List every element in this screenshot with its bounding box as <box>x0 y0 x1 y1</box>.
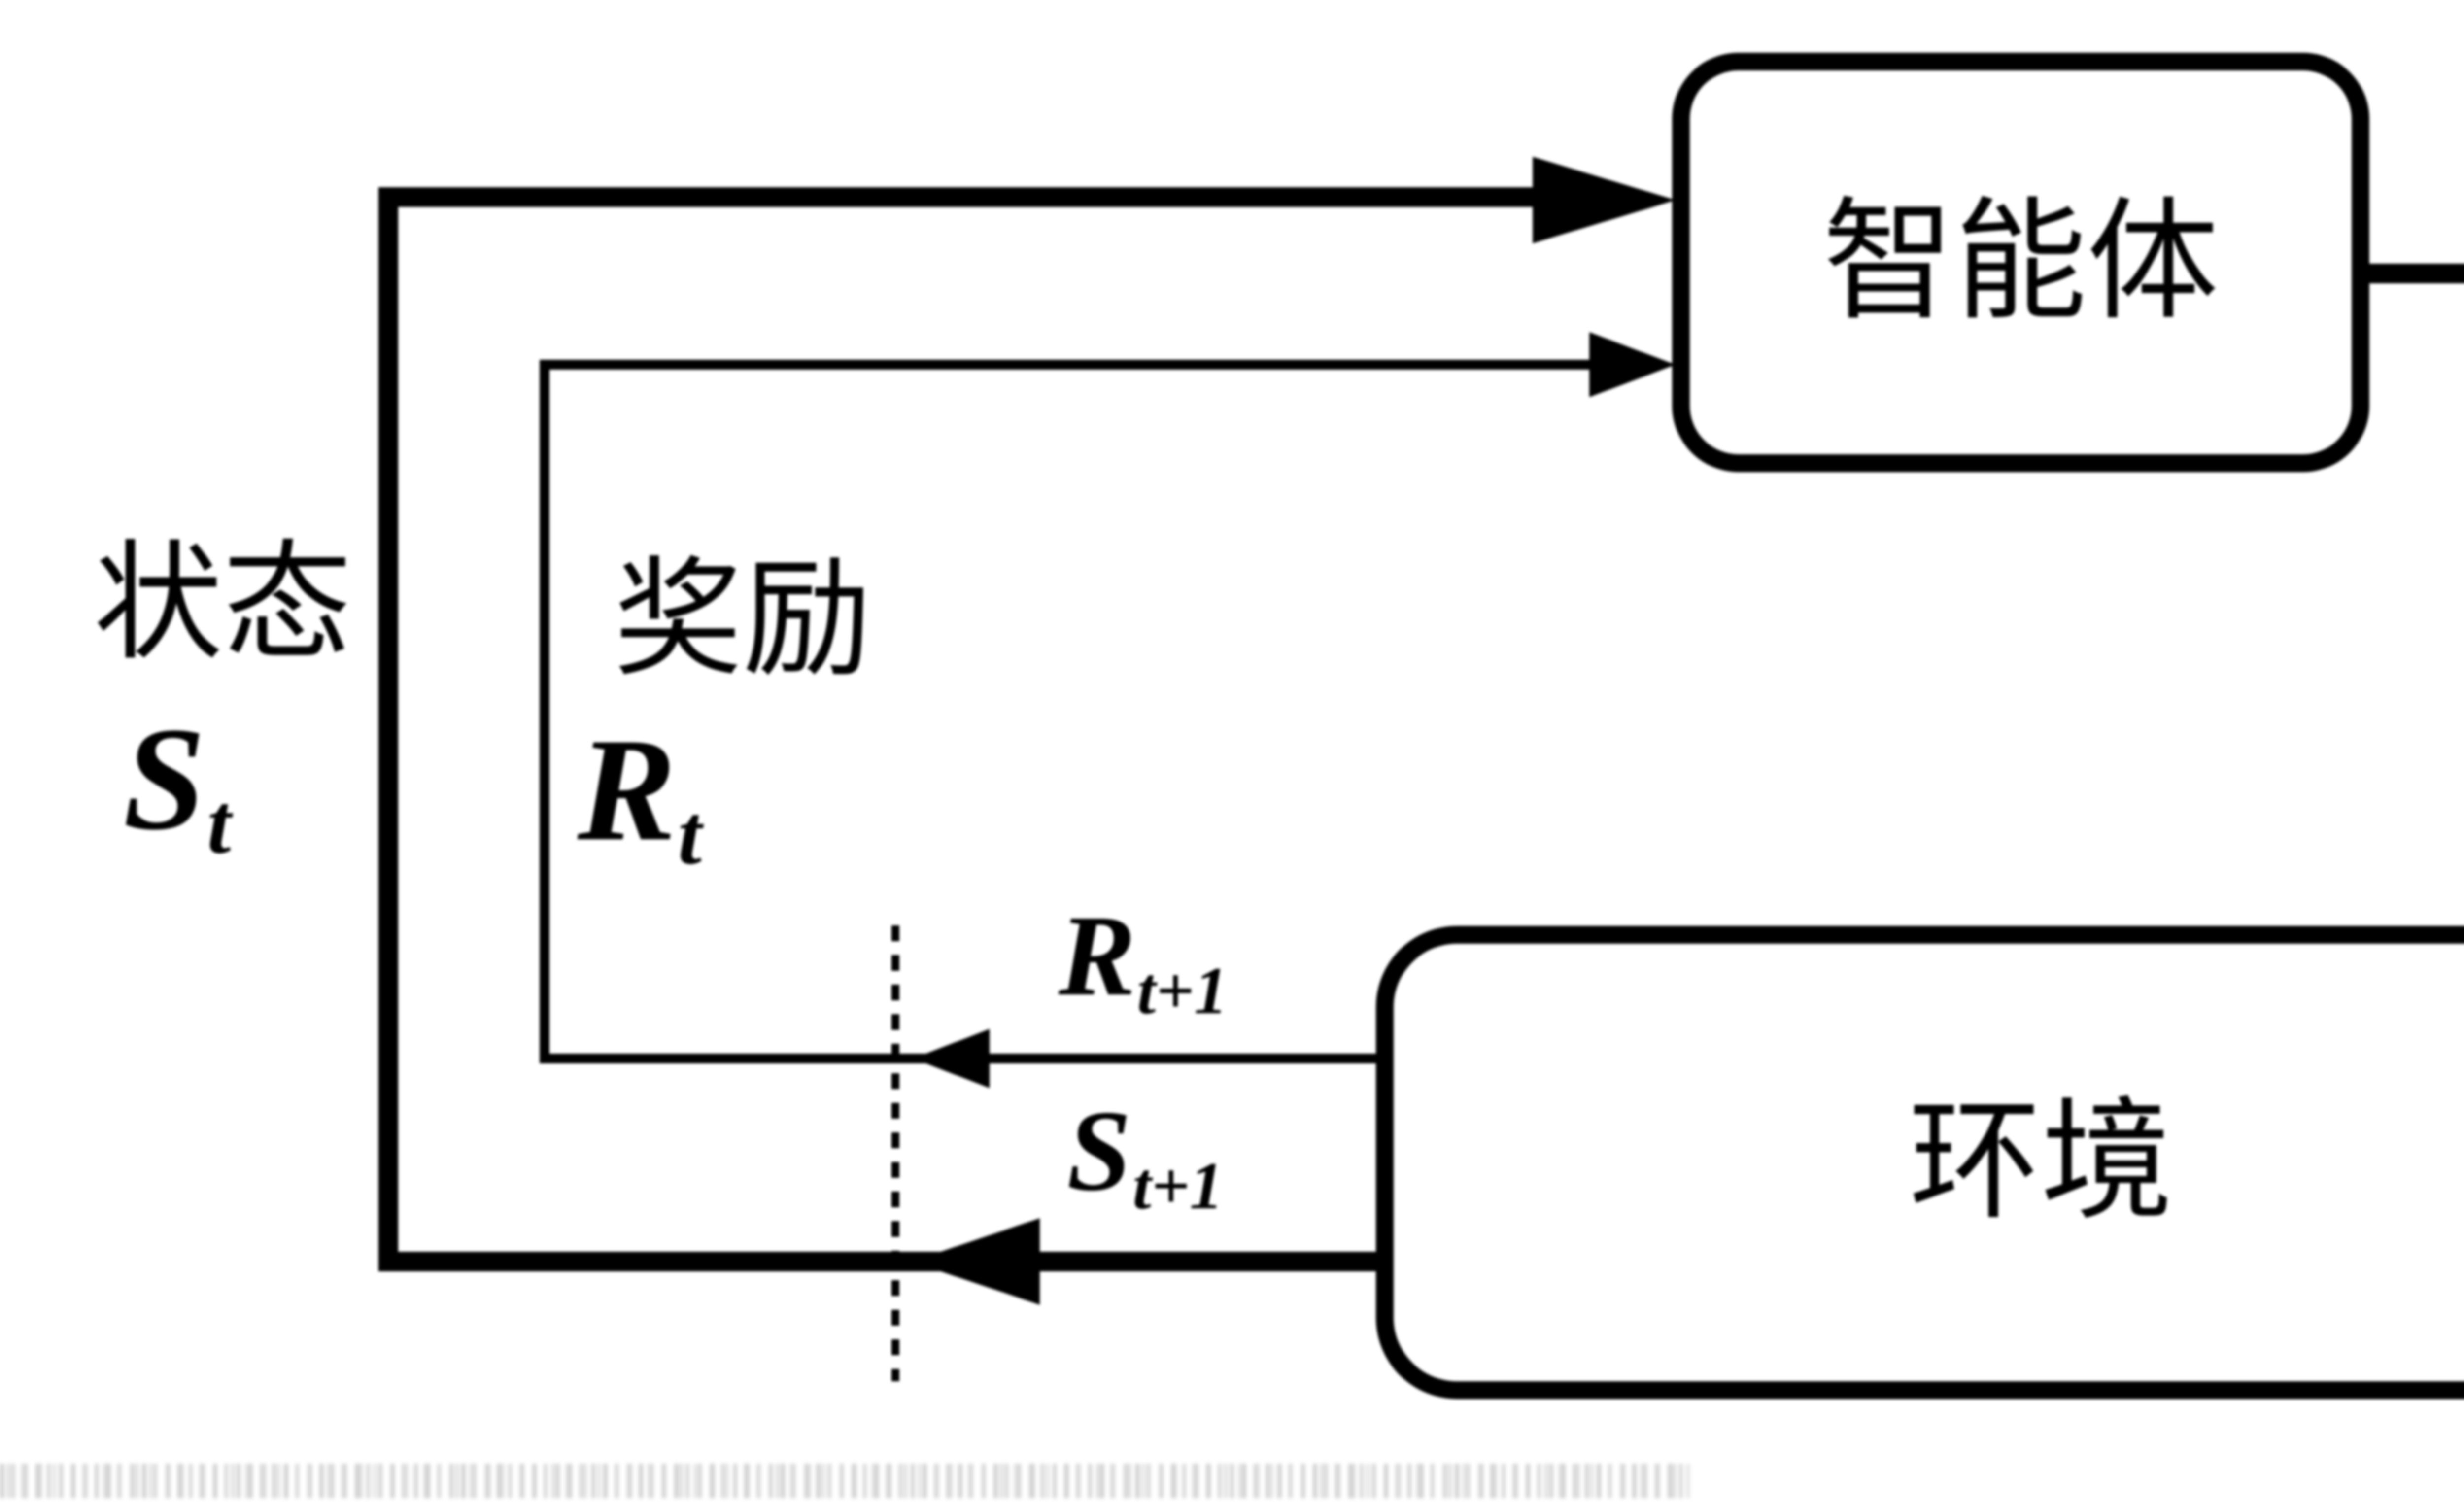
next-reward-arrowhead-icon <box>913 1029 990 1088</box>
reward-symbol-subscript: t <box>678 786 702 882</box>
next-reward-symbol-base: R <box>1059 891 1136 1020</box>
reward-label: 奖励 <box>614 549 872 692</box>
next-reward-symbol-subscript: t+1 <box>1137 954 1228 1028</box>
state-into-agent-arrowhead-icon <box>1533 157 1676 243</box>
reward-into-agent-arrowhead-icon <box>1589 332 1676 397</box>
state-symbol-subscript: t <box>207 776 231 871</box>
action-line-top-segment <box>2360 264 2464 283</box>
reward-symbol: Rt <box>578 716 702 878</box>
next-state-symbol: St+1 <box>1067 1093 1223 1220</box>
agent-node: 智能体 <box>1672 53 2369 472</box>
state-label: 状态 <box>94 533 352 676</box>
state-line-top-segment <box>378 187 1538 207</box>
reward-symbol-base: R <box>578 708 677 871</box>
next-state-symbol-base: S <box>1067 1087 1131 1215</box>
time-boundary-dashed-line <box>891 925 899 1381</box>
next-state-symbol-subscript: t+1 <box>1132 1149 1224 1224</box>
next-state-arrowhead-icon <box>912 1218 1040 1305</box>
agent-node-label: 智能体 <box>1822 189 2219 336</box>
state-line-left-segment <box>378 187 398 1271</box>
next-reward-symbol: Rt+1 <box>1059 898 1228 1025</box>
cropped-caption-artifact <box>0 1464 1690 1498</box>
reward-line-top-segment <box>540 360 1594 370</box>
state-symbol-base: S <box>123 697 205 860</box>
state-line-bottom-segment <box>378 1252 1386 1271</box>
state-symbol: St <box>123 705 231 867</box>
environment-node-label: 环境 <box>1909 1089 2173 1235</box>
reward-line-left-segment <box>540 360 549 1063</box>
environment-node: 环境 <box>1376 926 2464 1399</box>
